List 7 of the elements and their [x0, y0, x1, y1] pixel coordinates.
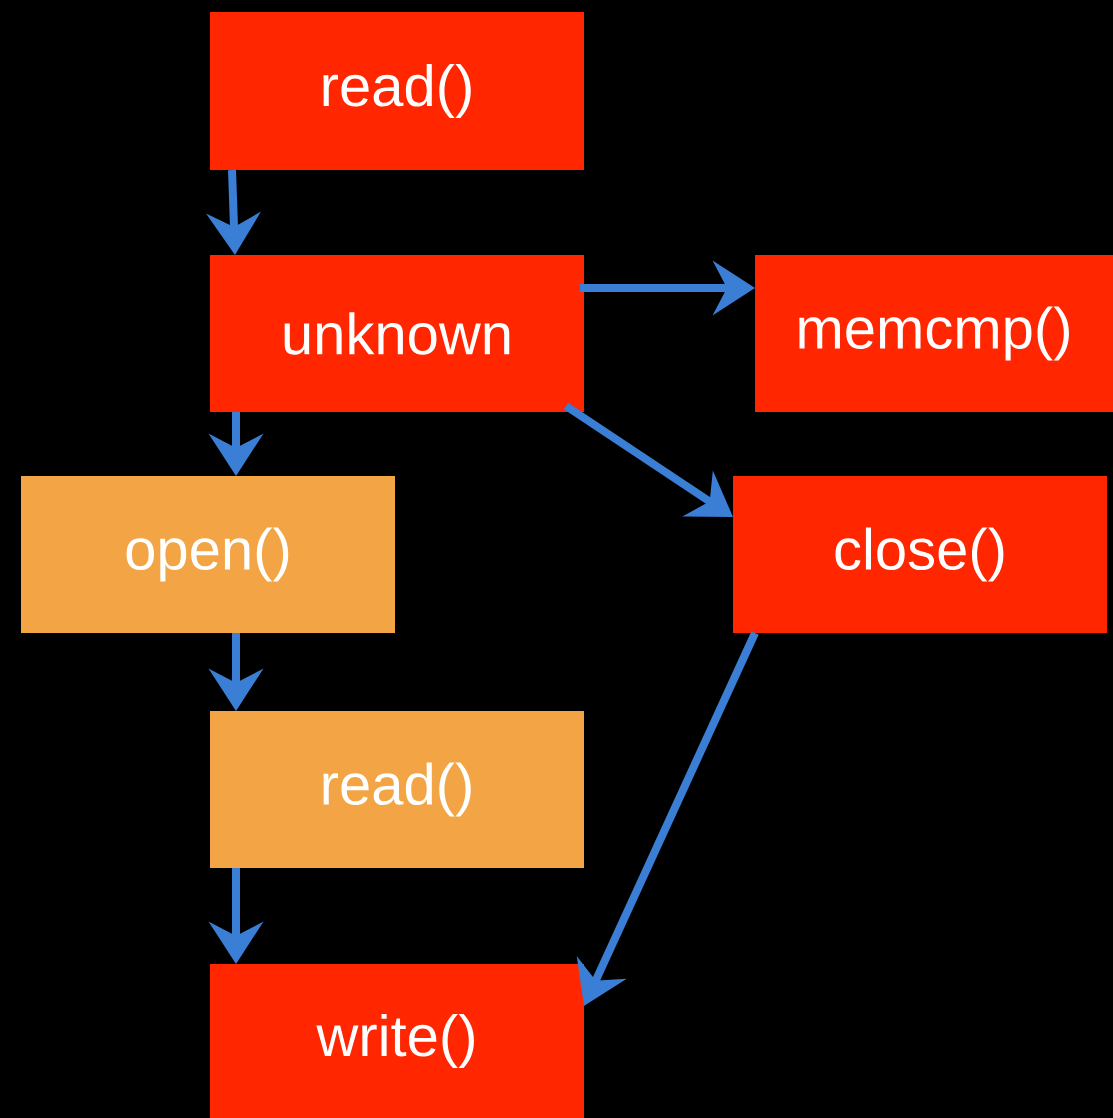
function-box: memcmp()	[755, 255, 1113, 412]
function-box: read()	[210, 711, 584, 868]
function-box: close()	[733, 476, 1107, 633]
function-box: open()	[21, 476, 395, 633]
function-box: unknown	[210, 255, 584, 412]
function-box: write()	[210, 964, 584, 1118]
function-box: read()	[210, 12, 584, 170]
